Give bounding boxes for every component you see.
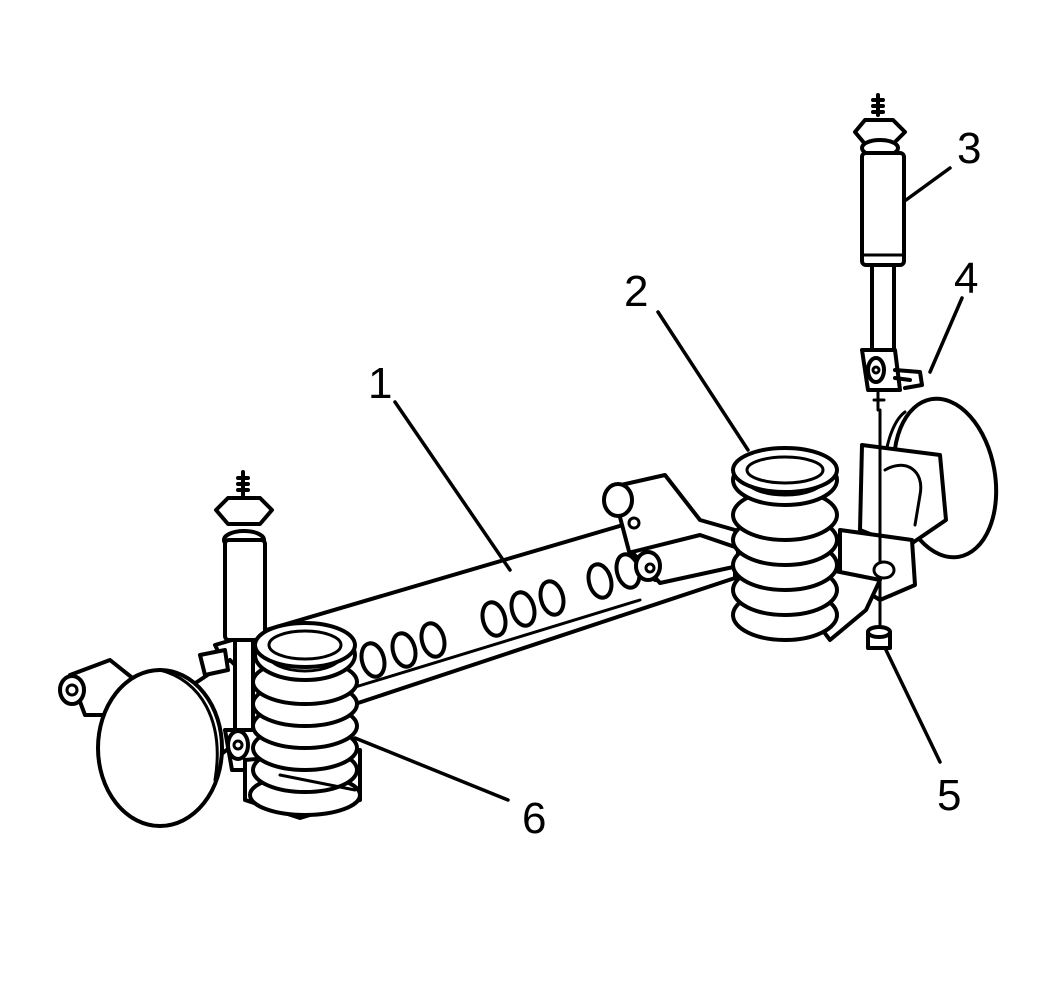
callout-1: 1 [368,359,392,408]
callout-labels: 1 2 3 4 5 6 [368,124,981,843]
bracket-clip [872,368,924,412]
left-brake-drum [58,648,262,828]
callout-6: 6 [522,794,546,843]
callout-3: 3 [957,124,981,173]
callout-5: 5 [937,771,961,820]
leader-lines [353,166,964,802]
lower-mount-bolt [872,408,896,632]
left-shock-absorber [214,470,274,772]
leader-5 [884,648,942,764]
right-brake-drum [813,396,999,642]
leader-4 [928,296,964,374]
leader-1 [393,400,512,572]
leader-6 [353,736,510,802]
right-shock-absorber [853,93,907,392]
lower-nut [866,625,892,650]
left-coil-spring [243,621,362,820]
callout-4: 4 [954,254,978,303]
leader-2 [656,310,750,452]
callout-2: 2 [624,267,648,316]
leader-3 [904,166,952,202]
right-coil-spring [731,446,839,642]
